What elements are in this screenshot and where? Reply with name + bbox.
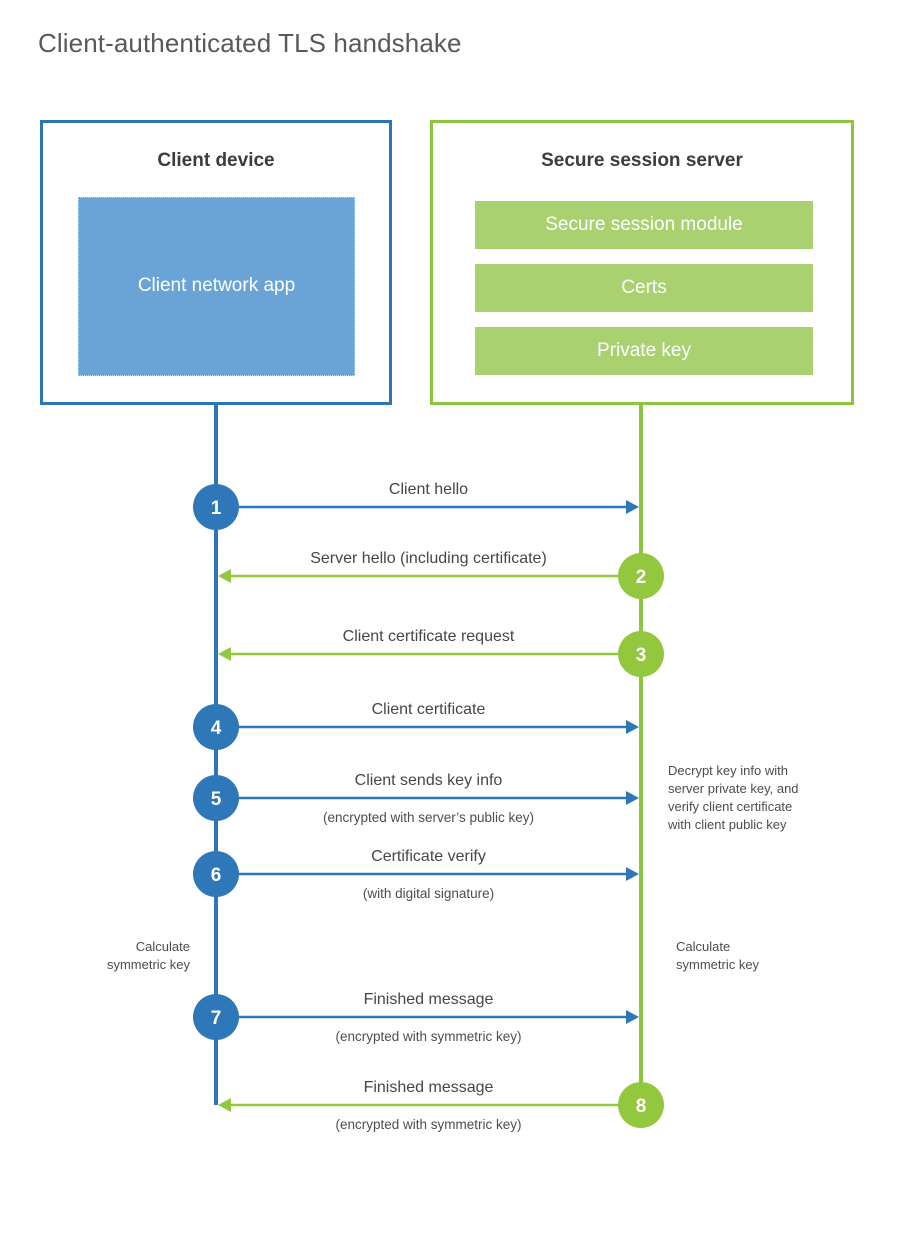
message-arrowhead-1 — [626, 500, 639, 514]
step-badge-7[interactable]: 7 — [193, 994, 239, 1040]
message-3: Client certificate request — [218, 628, 641, 661]
step-badge-number-3: 3 — [636, 645, 647, 666]
message-sublabel-7: (encrypted with symmetric key) — [335, 1029, 521, 1044]
message-6: Certificate verify (with digital signatur… — [216, 848, 639, 901]
message-label-5: Client sends key info — [355, 772, 503, 789]
step-badge-number-4: 4 — [211, 718, 222, 739]
message-8: Finished message (encrypted with symmetri… — [218, 1079, 641, 1132]
note-server-decrypt: Decrypt key info with server private key… — [667, 763, 799, 832]
message-label-1: Client hello — [389, 481, 468, 498]
message-sublabel-5: (encrypted with server’s public key) — [323, 810, 534, 825]
step-badge-circle-1 — [193, 484, 239, 530]
note-server-decrypt-line-1: server private key, and — [668, 781, 799, 796]
step-badge-circle-7 — [193, 994, 239, 1040]
message-arrowhead-5 — [626, 791, 639, 805]
message-arrowhead-8 — [218, 1098, 231, 1112]
note-server-decrypt-line-0: Decrypt key info with — [668, 763, 788, 778]
client-network-app-box: Client network app — [78, 197, 355, 376]
step-badge-circle-2 — [618, 553, 664, 599]
server-module-certs: Certs — [475, 264, 813, 312]
note-server-calculate-symmetric-key: Calculate symmetric key — [676, 939, 760, 972]
step-badge-number-8: 8 — [636, 1096, 647, 1117]
server-lifeline — [639, 405, 643, 1105]
server-module-secure-session-module: Secure session module — [475, 201, 813, 249]
step-badge-circle-3 — [618, 631, 664, 677]
note-client-calc-line-0: Calculate — [136, 939, 190, 954]
step-badges-group: 1 2 3 4 5 6 7 8 — [193, 484, 664, 1128]
message-7: Finished message (encrypted with symmetri… — [216, 991, 639, 1044]
message-sublabel-6: (with digital signature) — [363, 886, 494, 901]
client-network-app-label: Client network app — [137, 275, 296, 297]
step-badge-6[interactable]: 6 — [193, 851, 239, 897]
step-badge-number-5: 5 — [211, 789, 222, 810]
client-device-box: Client device Client network app — [40, 120, 392, 405]
step-badge-circle-8 — [618, 1082, 664, 1128]
message-sublabel-8: (encrypted with symmetric key) — [335, 1117, 521, 1132]
message-label-4: Client certificate — [372, 701, 486, 718]
message-2: Server hello (including certificate) — [218, 550, 641, 583]
message-4: Client certificate — [216, 701, 639, 734]
page-title: Client-authenticated TLS handshake — [38, 28, 462, 58]
step-badge-2[interactable]: 2 — [618, 553, 664, 599]
note-client-calculate-symmetric-key: Calculate symmetric key — [107, 939, 191, 972]
step-badge-number-6: 6 — [211, 865, 222, 886]
step-badge-5[interactable]: 5 — [193, 775, 239, 821]
message-label-8: Finished message — [364, 1079, 494, 1096]
message-arrowhead-2 — [218, 569, 231, 583]
step-badge-circle-4 — [193, 704, 239, 750]
note-server-decrypt-line-2: verify client certificate — [668, 799, 792, 814]
step-badge-number-1: 1 — [211, 498, 222, 519]
note-server-decrypt-line-3: with client public key — [667, 817, 787, 832]
step-badge-3[interactable]: 3 — [618, 631, 664, 677]
message-1: Client hello — [216, 481, 639, 514]
step-badge-number-2: 2 — [636, 567, 647, 588]
secure-session-server-box: Secure session server Secure session mod… — [430, 120, 854, 405]
message-arrowhead-6 — [626, 867, 639, 881]
message-arrowhead-4 — [626, 720, 639, 734]
step-badge-circle-6 — [193, 851, 239, 897]
message-arrowhead-7 — [626, 1010, 639, 1024]
message-arrowhead-3 — [218, 647, 231, 661]
server-module-private-key: Private key — [475, 327, 813, 375]
message-label-7: Finished message — [364, 991, 494, 1008]
client-device-title: Client device — [157, 150, 275, 171]
message-label-3: Client certificate request — [343, 628, 515, 645]
step-badge-8[interactable]: 8 — [618, 1082, 664, 1128]
client-lifeline — [214, 405, 218, 1105]
message-label-6: Certificate verify — [371, 848, 486, 865]
note-client-calc-line-1: symmetric key — [107, 957, 191, 972]
message-5: Client sends key info (encrypted with ser… — [216, 772, 639, 825]
note-server-calc-line-0: Calculate — [676, 939, 730, 954]
step-badge-4[interactable]: 4 — [193, 704, 239, 750]
message-label-2: Server hello (including certificate) — [310, 550, 547, 567]
step-badge-number-7: 7 — [211, 1008, 222, 1029]
step-badge-1[interactable]: 1 — [193, 484, 239, 530]
secure-session-server-title: Secure session server — [541, 150, 743, 171]
note-server-calc-line-1: symmetric key — [676, 957, 760, 972]
step-badge-circle-5 — [193, 775, 239, 821]
